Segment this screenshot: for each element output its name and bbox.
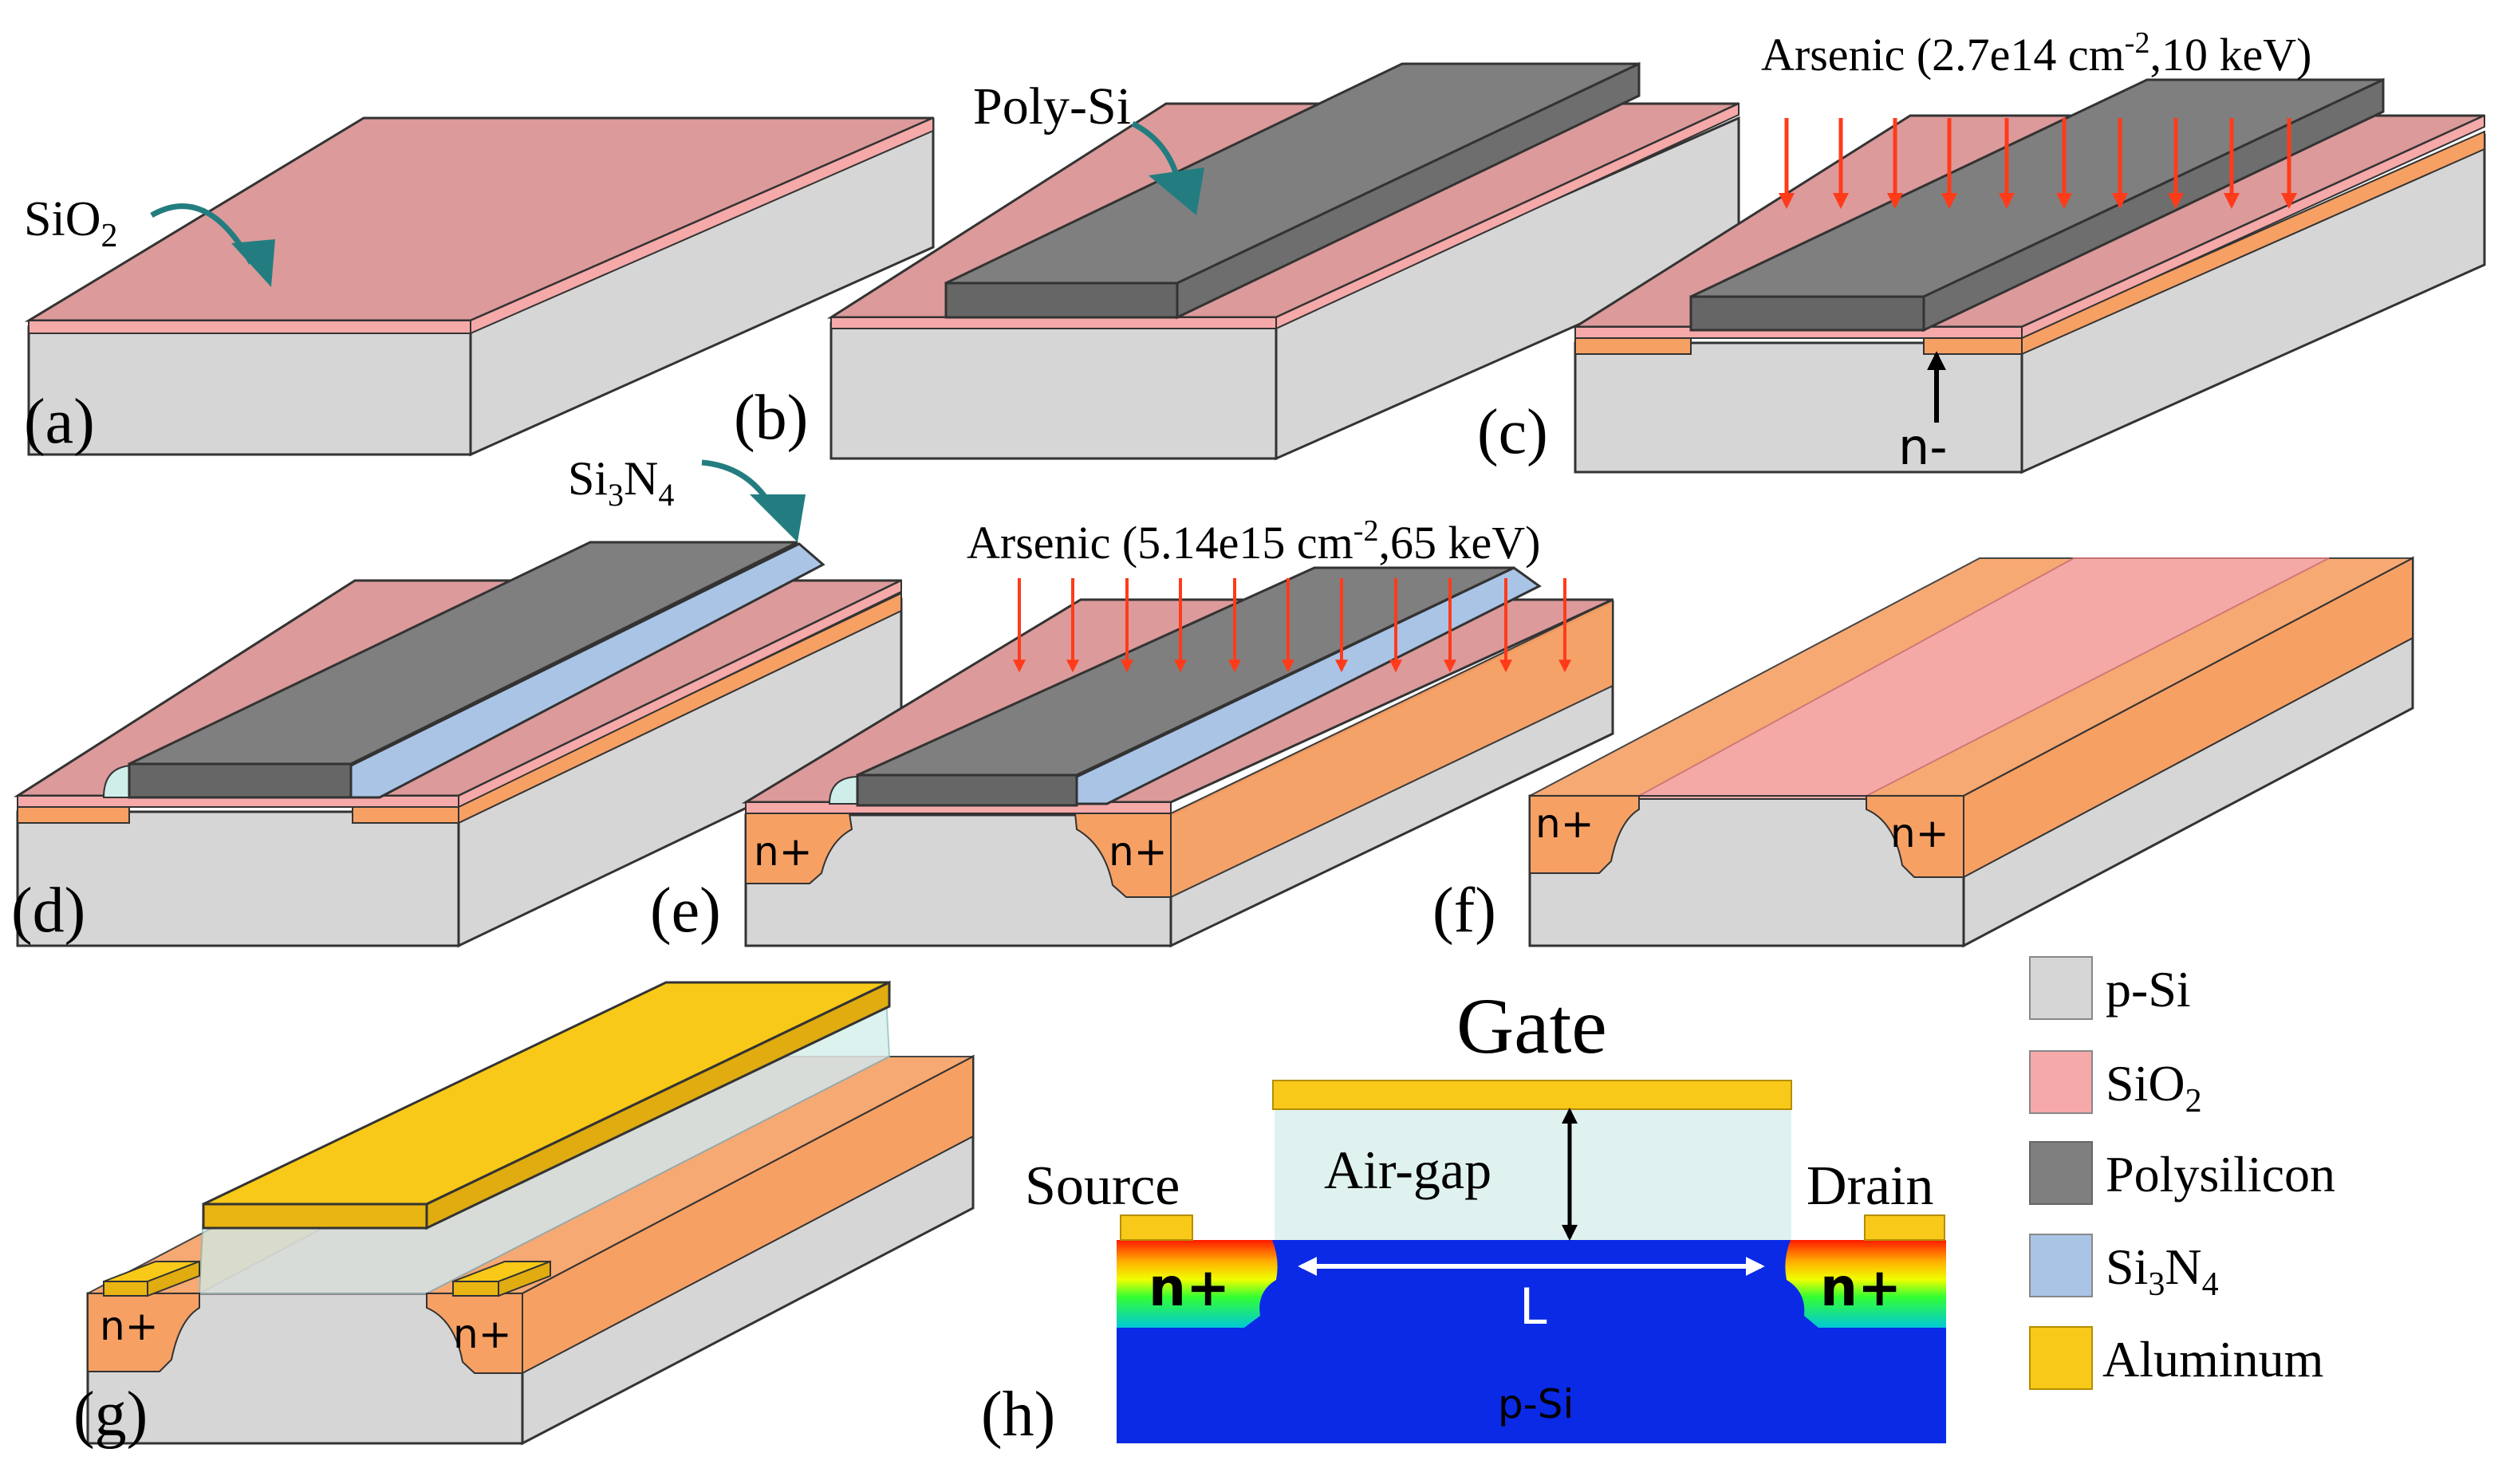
drain-label: Drain: [1807, 1155, 1933, 1217]
nplus-left-label: n+: [754, 829, 813, 875]
panel-a: SiO2 (a): [24, 116, 935, 457]
oxide-side-edge: [470, 116, 934, 335]
nminus-front-right: [352, 805, 459, 824]
substrate-front-face: [27, 325, 472, 456]
substrate-front-face: [829, 321, 1278, 460]
polysi-label: Poly-Si: [973, 77, 1131, 136]
nminus-front-left: [17, 805, 130, 824]
panel-f: n+ n+ (f): [1432, 556, 2414, 948]
gate-electrode: [1272, 1080, 1792, 1110]
legend-swatch-p-si: [2029, 956, 2093, 1020]
polysilicon-front: [128, 762, 353, 799]
panel-g: n+ n+ (g): [73, 980, 975, 1450]
panel-d: Si3N4 (d): [11, 452, 903, 948]
nplus-right-label: n+: [1109, 829, 1168, 875]
panel-c: Arsenic (2.7e14 cm-2,10 keV) n- (c): [1477, 26, 2486, 476]
legend-item-p-si: p-Si: [2029, 956, 2191, 1020]
source-contact: [1120, 1214, 1193, 1241]
source-contact-side: [147, 1260, 200, 1297]
nminus-front-right: [1923, 336, 2023, 355]
gate-label: Gate: [1456, 982, 1607, 1070]
nplus-right-doping: [1785, 1240, 1946, 1328]
panel-h: Gate Source Drain Air-gap L n+ n+ p-Si (…: [981, 982, 1946, 1450]
legend-item-sio2: SiO2: [2029, 1050, 2202, 1120]
source-contact-front: [103, 1281, 148, 1297]
si3n4-callout-arrowhead: [750, 494, 806, 542]
implant-label-c: Arsenic (2.7e14 cm-2,10 keV): [1761, 26, 2311, 81]
panel-h-tag: (h): [981, 1380, 1055, 1450]
panel-b-tag: (b): [734, 383, 808, 453]
oxide-side-edge: [1275, 102, 1740, 330]
legend-label-sio2: SiO2: [2106, 1055, 2202, 1120]
polysilicon-front: [856, 773, 1078, 807]
panel-e: Arsenic (5.14e15 cm-2,65 keV) n+ n+ (e): [650, 514, 1614, 948]
implant-arrows-e: [1013, 578, 1571, 673]
nplus-left-region: [87, 1293, 200, 1372]
drain-contact-front: [452, 1281, 499, 1297]
drain-contact: [1864, 1214, 1945, 1241]
gate-aluminum-front: [202, 1203, 428, 1230]
legend-item-si3n4: Si3N4: [2029, 1234, 2219, 1303]
nplus-left-region: [745, 813, 853, 884]
nplus-right-label: n+: [1890, 810, 1949, 856]
material-legend: p-Si SiO2 Polysilicon Si3N4 Aluminum: [2029, 956, 2335, 1390]
panel-c-tag: (c): [1477, 397, 1548, 467]
substrate-label: p-Si: [1498, 1381, 1574, 1427]
nplus-right-region: [426, 1293, 523, 1374]
nplus-left-label: n+: [1535, 801, 1594, 847]
implant-arrows-c: [1779, 118, 2297, 209]
panel-a-tag: (a): [24, 387, 95, 457]
sio2-label: SiO2: [24, 192, 117, 254]
nplus-left-label: n+: [1149, 1257, 1230, 1318]
panel-b: Poly-Si (b): [734, 61, 1740, 461]
oxide-front-edge: [28, 320, 471, 334]
legend-swatch-polysilicon: [2029, 1141, 2093, 1205]
airgap-region: [1275, 1107, 1791, 1240]
legend-label-polysilicon: Polysilicon: [2106, 1146, 2335, 1203]
nplus-right-region: [1866, 795, 1964, 878]
si3n4-label: Si3N4: [568, 452, 674, 513]
channel-length-label: L: [1519, 1277, 1547, 1336]
legend-swatch-si3n4: [2029, 1234, 2093, 1297]
nplus-left-label: n+: [100, 1303, 159, 1349]
panel-d-tag: (d): [11, 876, 85, 946]
substrate-front-face: [1574, 341, 2023, 474]
drain-contact-side: [498, 1260, 551, 1297]
legend-swatch-aluminum: [2029, 1326, 2093, 1390]
nplus-right-region: [1074, 813, 1172, 898]
polysi-callout-arrowhead: [1149, 167, 1204, 215]
nplus-left-doping: [1117, 1240, 1278, 1328]
oxide-front-edge: [830, 317, 1277, 329]
oxide-front-edge: [1638, 795, 1867, 800]
source-label: Source: [1025, 1155, 1180, 1217]
nminus-side: [2021, 130, 2485, 356]
legend-item-polysilicon: Polysilicon: [2029, 1141, 2335, 1205]
sio2-callout-arrowhead: [231, 239, 275, 287]
legend-label-p-si: p-Si: [2106, 961, 2191, 1018]
panel-f-tag: (f): [1432, 876, 1496, 946]
nminus-label: n-: [1898, 418, 1948, 476]
polysilicon-side: [1176, 61, 1641, 320]
nplus-left-region: [1529, 795, 1640, 874]
legend-swatch-sio2: [2029, 1050, 2093, 1114]
nplus-right-label: n+: [453, 1311, 512, 1357]
airgap-label: Air-gap: [1324, 1140, 1491, 1200]
nminus-front-left: [1574, 336, 1692, 355]
oxide-side-edge: [2021, 114, 2485, 340]
legend-label-aluminum: Aluminum: [2102, 1331, 2323, 1388]
implant-label-e: Arsenic (5.14e15 cm-2,65 keV): [967, 514, 1540, 569]
legend-item-aluminum: Aluminum: [2029, 1326, 2323, 1390]
polysilicon-front: [944, 281, 1179, 319]
oxide-side-edge: [458, 579, 902, 809]
nplus-right-label: n+: [1820, 1257, 1901, 1318]
panel-e-tag: (e): [650, 876, 721, 946]
gate-aluminum-side: [425, 980, 891, 1230]
legend-label-si3n4: Si3N4: [2106, 1238, 2219, 1303]
panel-g-tag: (g): [73, 1380, 148, 1450]
polysilicon-front: [1689, 295, 1925, 332]
